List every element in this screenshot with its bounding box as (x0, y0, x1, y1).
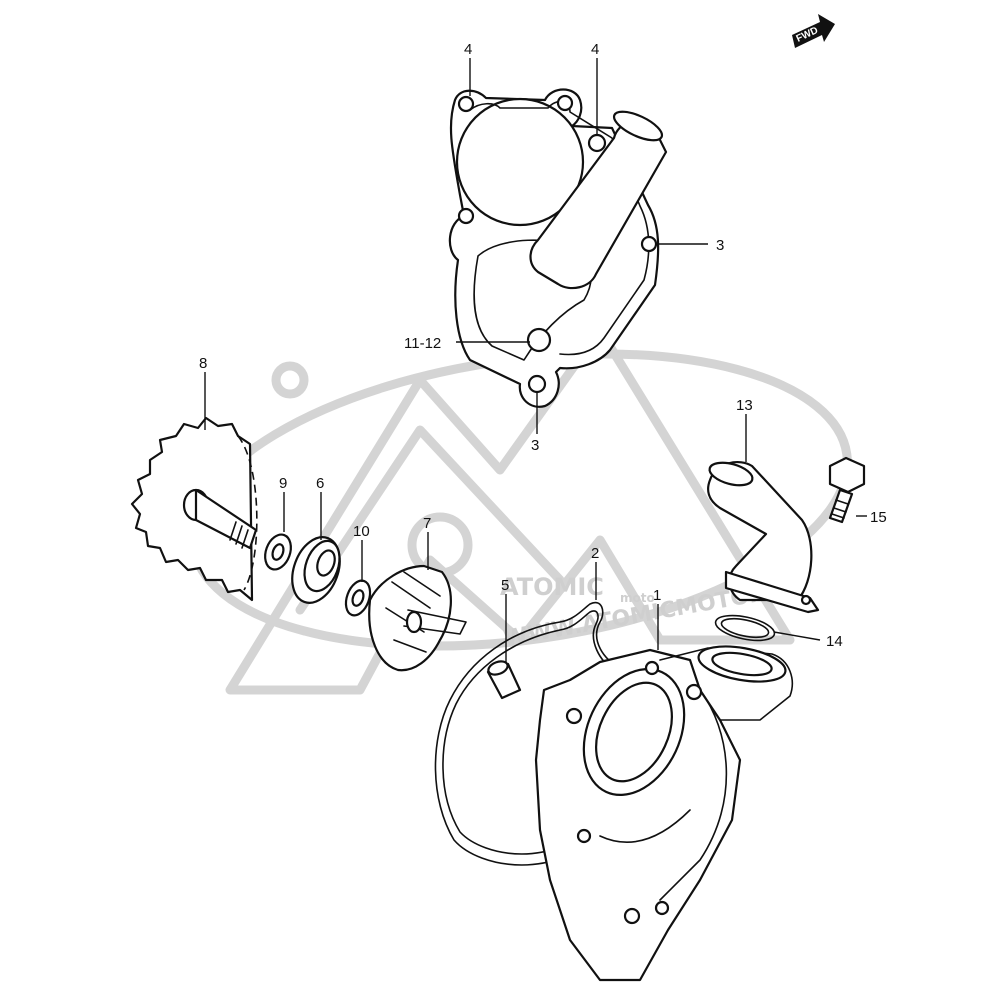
callout-1: 1 (653, 587, 661, 604)
watermark-sub: moto (620, 591, 655, 605)
callout-6: 6 (316, 475, 324, 492)
oil-seal (344, 579, 372, 617)
callout-11-12: 11-12 (404, 335, 441, 352)
callout-2: 2 (591, 545, 599, 562)
callout-14: 14 (826, 633, 843, 650)
pump-shaft (182, 488, 258, 550)
dowel-pin (486, 660, 522, 700)
watermark-brand: ATOMIC (500, 573, 604, 601)
o-ring-large (434, 601, 639, 866)
washer (264, 533, 292, 571)
hose-elbow-13 (707, 461, 820, 614)
callout-5: 5 (501, 577, 509, 594)
bearing (291, 536, 341, 604)
callout-8: 8 (199, 355, 207, 372)
callout-3-right: 3 (716, 237, 724, 254)
callout-10: 10 (353, 523, 370, 540)
impeller (368, 564, 467, 672)
fwd-arrow-badge: FWD (792, 14, 835, 48)
callout-4-left: 4 (464, 41, 472, 58)
bolt-15 (828, 456, 866, 524)
callout-labels: 4 4 3 11-12 3 8 13 9 6 15 10 7 2 5 1 14 (199, 41, 887, 650)
cover-outlet-pipe (529, 110, 668, 290)
leader-lines (204, 58, 867, 662)
callout-3-bottom: 3 (531, 437, 539, 454)
pump-housing (534, 645, 794, 982)
o-ring-small (714, 614, 776, 642)
callout-4-right: 4 (591, 41, 599, 58)
callout-13: 13 (736, 397, 753, 414)
callout-9: 9 (279, 475, 287, 492)
callout-7: 7 (423, 515, 431, 532)
callout-15: 15 (870, 509, 887, 526)
